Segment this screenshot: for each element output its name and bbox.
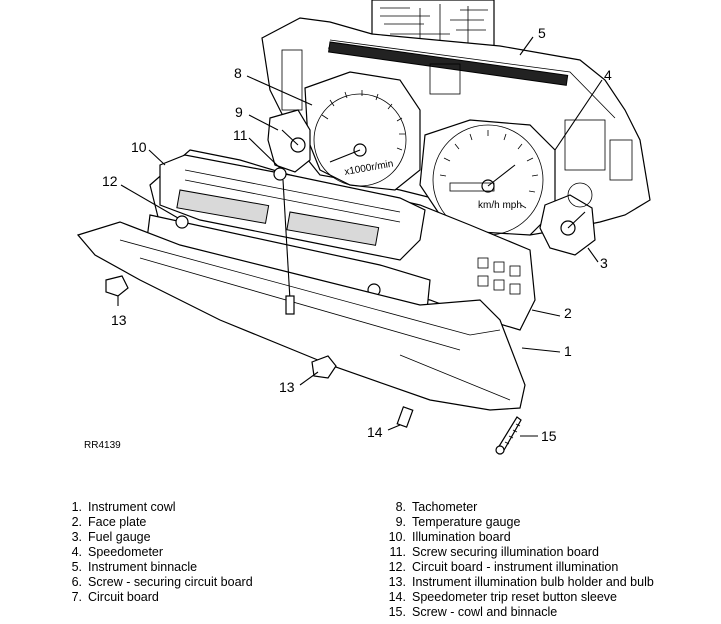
legend-number: 8.	[395, 500, 406, 514]
legend-item: 1. Instrument cowl	[62, 500, 253, 515]
callout-1: 1	[564, 343, 572, 359]
callout-3: 3	[600, 255, 608, 271]
callout-13-left: 13	[111, 312, 127, 328]
exploded-view-diagram: x1000r/min km/h mph	[76, 0, 651, 455]
cowl-screw-drawing	[495, 416, 522, 455]
speedo-face-text: km/h mph	[478, 200, 522, 211]
legend-number: 9.	[395, 515, 406, 529]
callout-10: 10	[131, 139, 147, 155]
instrument-cowl-drawing	[76, 221, 526, 411]
legend-item: 4. Speedometer	[62, 545, 253, 560]
callout-14: 14	[367, 424, 383, 440]
legend-number: 10.	[388, 530, 406, 544]
legend-right: 8. Tachometer 9. Temperature gauge 10. Illu…	[386, 500, 654, 620]
legend-number: 1.	[71, 500, 82, 514]
drawing-reference: RR4139	[84, 440, 121, 451]
legend-number: 13.	[388, 575, 406, 589]
leader-lines	[117, 36, 603, 437]
legend-text: Tachometer	[412, 500, 478, 514]
legend-text: Screw securing illumination board	[412, 545, 599, 559]
legend-text: Face plate	[88, 515, 147, 529]
illumination-board-drawing	[159, 154, 426, 261]
legend-item: 6. Screw - securing circuit board	[62, 575, 253, 590]
legend-item: 11. Screw securing illumination board	[386, 545, 654, 560]
callout-2: 2	[564, 305, 572, 321]
legend-number: 3.	[71, 530, 82, 544]
temperature-gauge-drawing	[267, 109, 311, 173]
legend-text: Instrument cowl	[88, 500, 176, 514]
fuel-gauge-drawing	[539, 182, 596, 256]
legend-text: Temperature gauge	[412, 515, 521, 529]
legend-item: 10. Illumination board	[386, 530, 654, 545]
legend-number: 11.	[389, 545, 406, 559]
legend-left: 1. Instrument cowl 2. Face plate 3. Fuel ga…	[62, 500, 253, 605]
legend-number: 4.	[71, 545, 82, 559]
callout-4: 4	[604, 67, 612, 83]
legend-number: 6.	[71, 575, 82, 589]
callout-15: 15	[541, 428, 557, 444]
legend-text: Instrument binnacle	[88, 560, 198, 574]
legend-item: 7. Circuit board	[62, 590, 253, 605]
legend-item: 13. Instrument illumination bulb holder a…	[386, 575, 654, 590]
callout-13-lower: 13	[279, 379, 295, 395]
legend-number: 5.	[71, 560, 82, 574]
callout-9: 9	[235, 104, 243, 120]
callout-11: 11	[233, 127, 248, 143]
legend-number: 2.	[71, 515, 82, 529]
callout-8: 8	[234, 65, 242, 81]
legend-text: Circuit board - instrument illumination	[412, 560, 619, 574]
legend-text: Circuit board	[88, 590, 159, 604]
legend-item: 3. Fuel gauge	[62, 530, 253, 545]
legend-text: Screw - cowl and binnacle	[412, 605, 558, 619]
bulb-holder-left-drawing	[105, 275, 129, 302]
legend-text: Fuel gauge	[88, 530, 151, 544]
legend-number: 7.	[71, 590, 82, 604]
legend-text: Speedometer	[88, 545, 164, 559]
legend-item: 12. Circuit board - instrument illuminati…	[386, 560, 654, 575]
legend-number: 12.	[388, 560, 406, 574]
legend-text: Speedometer trip reset button sleeve	[412, 590, 617, 604]
callout-5: 5	[538, 25, 546, 41]
legend-number: 15.	[388, 605, 406, 619]
legend-number: 14.	[388, 590, 406, 604]
legend-text: Instrument illumination bulb holder and …	[412, 575, 654, 589]
tachometer-drawing: x1000r/min	[304, 71, 421, 191]
trip-sleeve-drawing	[396, 406, 414, 428]
legend-item: 9. Temperature gauge	[386, 515, 654, 530]
callout-12: 12	[102, 173, 118, 189]
legend-item: 15. Screw - cowl and binnacle	[386, 605, 654, 620]
legend-item: 2. Face plate	[62, 515, 253, 530]
legend-item: 5. Instrument binnacle	[62, 560, 253, 575]
legend-item: 14. Speedometer trip reset button sleeve	[386, 590, 654, 605]
legend-item: 8. Tachometer	[386, 500, 654, 515]
callouts: 5 4 8 9 11 10 12 13 13 14 15 1 2 3	[102, 25, 612, 444]
legend-text: Illumination board	[412, 530, 511, 544]
legend-text: Screw - securing circuit board	[88, 575, 253, 589]
